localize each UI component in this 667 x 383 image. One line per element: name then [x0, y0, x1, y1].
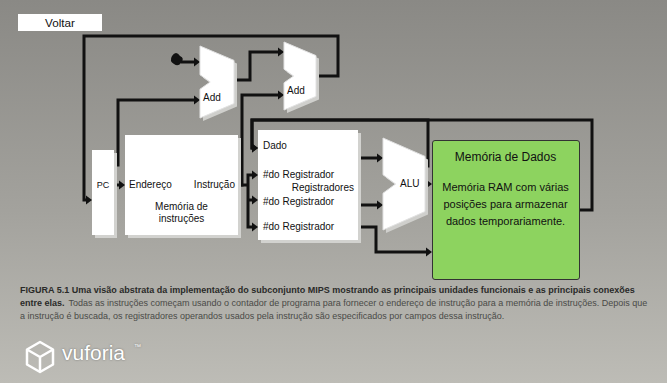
- wire-line: [238, 175, 253, 227]
- memory-box: Endereço InstruçãoMemória de instruções: [125, 135, 238, 235]
- arrowhead: [278, 91, 284, 100]
- unit-label: ALU: [400, 178, 419, 190]
- vuforia-icon: [27, 342, 53, 372]
- port-label: Instrução: [194, 179, 235, 191]
- book-text: Todas as instruções começam usando o con…: [20, 298, 647, 321]
- constant-wire: [181, 61, 194, 64]
- data-wire: [358, 227, 432, 257]
- unit-label: PC: [92, 179, 114, 191]
- register-box: PC: [92, 150, 114, 235]
- adder-outline: [284, 42, 320, 114]
- wire-line: [234, 52, 279, 80]
- adder-unit: Add: [284, 42, 316, 110]
- data-wire: [238, 171, 258, 232]
- wire-line: [358, 157, 378, 160]
- alu-unit: ALU: [383, 138, 425, 230]
- adder-outline: [200, 46, 238, 122]
- unit-label: Registradores: [292, 182, 354, 194]
- back-button: Voltar: [18, 14, 102, 31]
- register-file-box: Dado#do RegistradorRegistradores#do Regi…: [258, 130, 358, 240]
- arrowhead: [194, 96, 200, 105]
- port-label: #do Registrador: [263, 169, 334, 181]
- trademark-mark: ™: [134, 343, 141, 351]
- shape-face: [284, 42, 316, 110]
- data-wire: [114, 181, 125, 190]
- data-wire: [234, 48, 284, 81]
- panel-title: Memória de Dados: [433, 150, 578, 164]
- panel-body: Memória RAM com várias posições para arm…: [440, 179, 571, 230]
- arrowhead: [278, 48, 284, 57]
- shape-face: [383, 138, 425, 230]
- shape-face: [200, 46, 234, 118]
- logo-cube: [27, 350, 53, 373]
- data-wire: [358, 201, 383, 210]
- arrowhead: [194, 58, 200, 67]
- book-caption: FIGURA 5.1 Uma visão abstrata da impleme…: [20, 284, 650, 323]
- unit-label: Add: [203, 92, 221, 104]
- brand-logo-text: vuforia: [62, 341, 125, 364]
- port-label: #do Registrador: [263, 196, 334, 208]
- logo-hexagon: [27, 342, 53, 372]
- wire-line: [358, 204, 378, 207]
- port-label: Dado: [263, 140, 287, 152]
- port-label: Endereço: [129, 179, 172, 191]
- constant-blob: [171, 53, 183, 65]
- adder-unit: Add: [200, 46, 234, 118]
- arrowhead: [377, 154, 383, 163]
- data-wire: [358, 154, 383, 163]
- unit-label: Add: [287, 85, 305, 97]
- wire-line: [358, 227, 427, 252]
- info-panel: Memória de DadosMemória RAM com várias p…: [432, 140, 580, 280]
- arrowhead: [377, 201, 383, 210]
- port-label: #do Registrador: [263, 221, 334, 233]
- button-label: Voltar: [18, 15, 102, 30]
- unit-label: Memória de instruções: [141, 201, 222, 225]
